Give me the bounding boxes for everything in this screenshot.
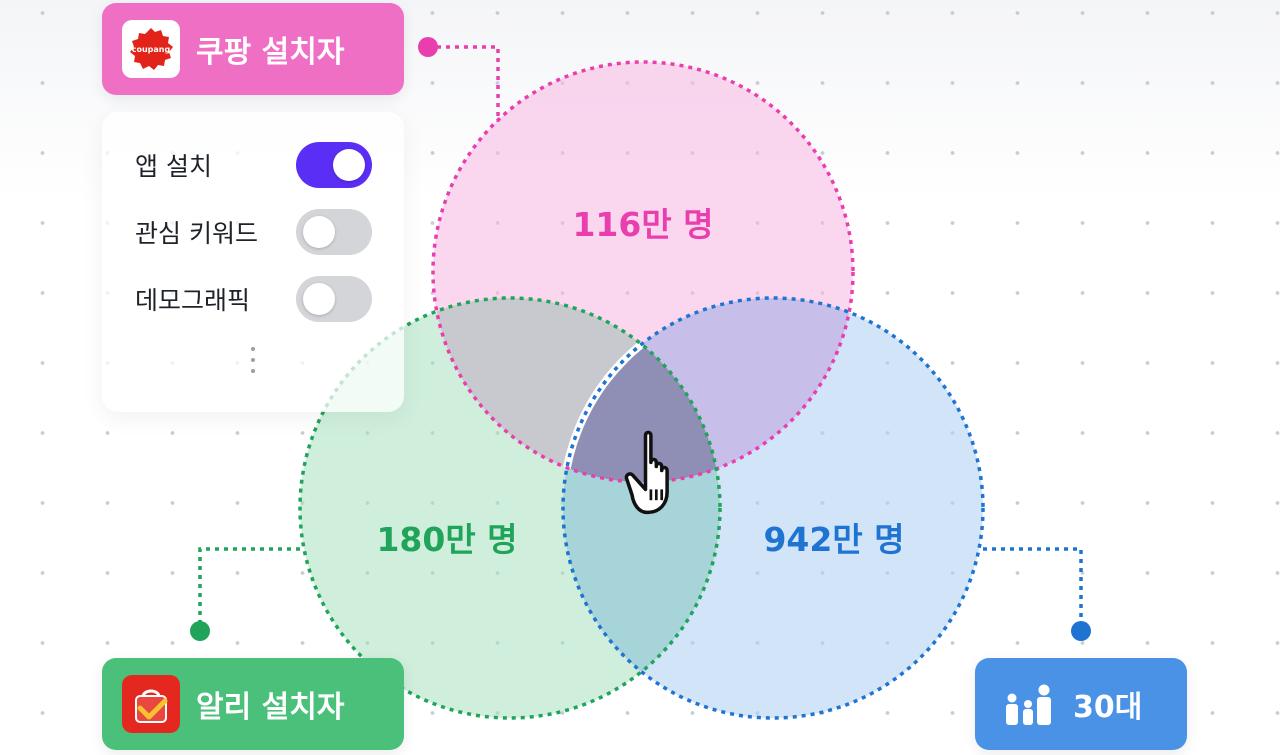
age-connector-dot <box>1071 621 1091 641</box>
coupang-connector-dot <box>418 37 438 57</box>
filter-row-app-install[interactable]: 앱 설치 <box>135 140 372 190</box>
circle-coupang-outline <box>431 60 855 484</box>
filter-label: 관심 키워드 <box>135 219 258 248</box>
age-30s-tag[interactable]: 30대 <box>975 658 1187 750</box>
age-count-label: 942만 명 <box>763 520 905 559</box>
interest-keyword-toggle[interactable] <box>296 209 372 255</box>
coupang-count-label: 116만 명 <box>572 205 714 244</box>
age-connector <box>983 547 1083 631</box>
ali-connector-dot <box>190 621 210 641</box>
filter-row-interest-keyword[interactable]: 관심 키워드 <box>135 207 372 257</box>
demographic-toggle[interactable] <box>296 276 372 322</box>
age-30s-label: 30대 <box>1073 690 1143 725</box>
coupang-installers-label: 쿠팡 설치자 <box>196 35 345 70</box>
coupang-connector <box>428 45 500 122</box>
app-install-toggle[interactable] <box>296 142 372 188</box>
ali-installers-label: 알리 설치자 <box>196 690 345 725</box>
ali-connector <box>198 547 300 631</box>
filter-label: 데모그래픽 <box>135 286 251 315</box>
circle-ali-outline <box>298 296 722 720</box>
coupang-app-icon: coupang <box>122 20 180 78</box>
ali-count-label: 180만 명 <box>376 520 518 559</box>
ali-installers-tag[interactable]: 알리 설치자 <box>102 658 404 750</box>
svg-text:coupang: coupang <box>132 45 171 54</box>
family-icon <box>999 675 1059 733</box>
filter-label: 앱 설치 <box>135 152 212 181</box>
circle-age-outline <box>561 296 985 720</box>
coupang-installers-tag[interactable]: coupang 쿠팡 설치자 <box>102 3 404 95</box>
filter-panel: 앱 설치 관심 키워드 데모그래픽 <box>102 112 404 412</box>
more-vertical-icon[interactable] <box>250 347 256 380</box>
overlap-all-three[interactable] <box>559 298 983 718</box>
filter-row-demographic[interactable]: 데모그래픽 <box>135 274 372 324</box>
aliexpress-app-icon <box>122 675 180 733</box>
hand-pointer-icon <box>624 430 669 515</box>
